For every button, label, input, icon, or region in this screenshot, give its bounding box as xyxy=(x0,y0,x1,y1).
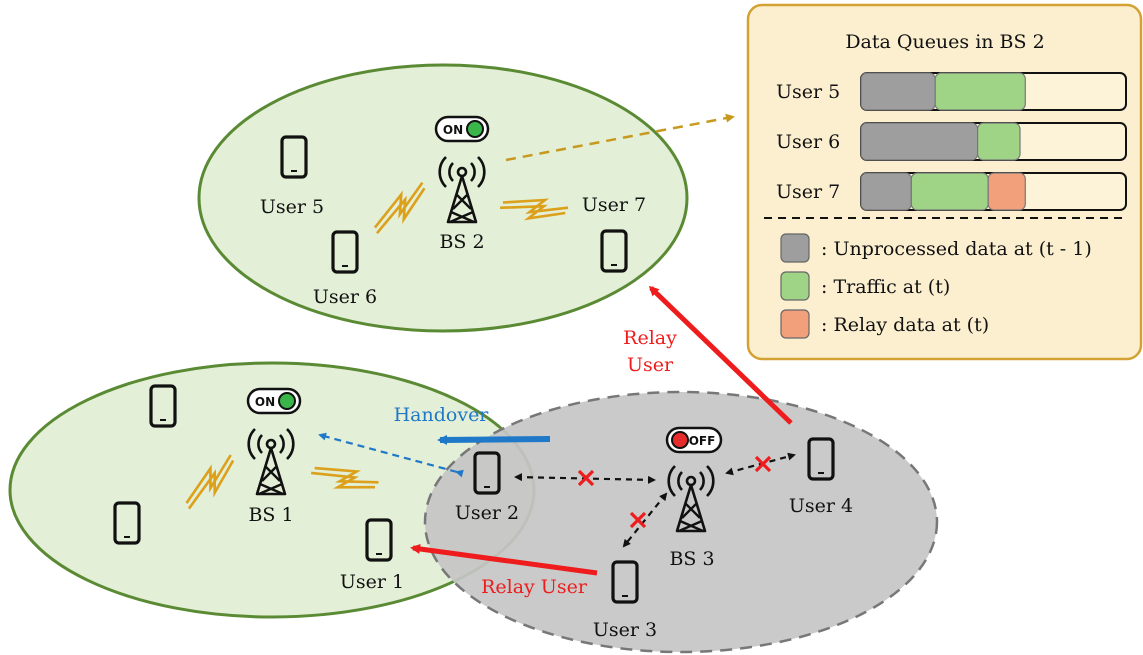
relay-arrow-user3-to-user1 xyxy=(410,543,598,576)
broken-link-x-icon xyxy=(629,511,647,529)
broken-link-user3 xyxy=(622,492,668,548)
broken-link-x-icon xyxy=(754,455,772,473)
queue-segment-unprocessed xyxy=(860,72,936,111)
bs2-switch-label: ON xyxy=(443,123,463,137)
broken-link-x-icon xyxy=(577,469,595,487)
bs3-switch-label: OFF xyxy=(689,434,716,448)
user2-label: User 2 xyxy=(455,502,519,524)
queue-segment-unprocessed xyxy=(860,172,912,211)
queue-panel: Data Queues in BS 2 User 5 User 6 User 7 :… xyxy=(746,3,1143,361)
queue-segment-relay xyxy=(987,172,1026,211)
legend-swatch-relay xyxy=(780,309,810,339)
bs3-label: BS 3 xyxy=(669,548,714,570)
bs2-switch: ON xyxy=(434,115,490,143)
bs1-label: BS 1 xyxy=(248,504,293,526)
queue-segment-unprocessed xyxy=(860,122,979,161)
handover-label: Handover xyxy=(394,404,490,426)
relay-user-label-top-line1: Relay xyxy=(623,327,677,349)
broken-link-user4 xyxy=(725,452,796,476)
legend-swatch-unprocessed xyxy=(780,233,810,263)
queue-segment-traffic xyxy=(910,172,989,211)
queue-segment-traffic xyxy=(934,72,1026,111)
user5-label: User 5 xyxy=(260,196,324,218)
bs2-label: BS 2 xyxy=(439,231,484,253)
queue-row-label: User 6 xyxy=(776,131,840,153)
user3-label: User 3 xyxy=(593,619,657,641)
queue-legend: : Unprocessed data at (t - 1) : Traffic a… xyxy=(780,233,1092,339)
queue-segment-traffic xyxy=(976,122,1021,161)
user6-label: User 6 xyxy=(313,286,377,308)
relay-user-label-bottom: Relay User xyxy=(481,576,588,598)
bs3-switch: OFF xyxy=(665,426,723,454)
relay-arrow-user4-to-user7 xyxy=(648,285,793,425)
user1-label: User 1 xyxy=(340,571,404,593)
bs1-switch: ON xyxy=(246,387,302,415)
queue-rows: User 5 User 6 User 7 xyxy=(776,72,1127,211)
bs2-cell xyxy=(197,63,689,333)
queue-row-label: User 7 xyxy=(776,181,840,203)
queue-panel-title: Data Queues in BS 2 xyxy=(845,31,1044,53)
legend-swatch-traffic xyxy=(780,271,810,301)
queue-row-label: User 5 xyxy=(776,81,840,103)
relay-user-label-top-line2: User xyxy=(627,354,674,376)
handover-arrow xyxy=(437,434,551,445)
legend-label-traffic: : Traffic at (t) xyxy=(821,276,950,298)
legend-label-unprocessed: : Unprocessed data at (t - 1) xyxy=(821,238,1092,260)
bs1-switch-label: ON xyxy=(255,395,275,409)
user7-label: User 7 xyxy=(582,194,646,216)
legend-label-relay: : Relay data at (t) xyxy=(821,314,989,336)
user4-label: User 4 xyxy=(789,495,853,517)
queue-link-arrow xyxy=(505,113,735,162)
